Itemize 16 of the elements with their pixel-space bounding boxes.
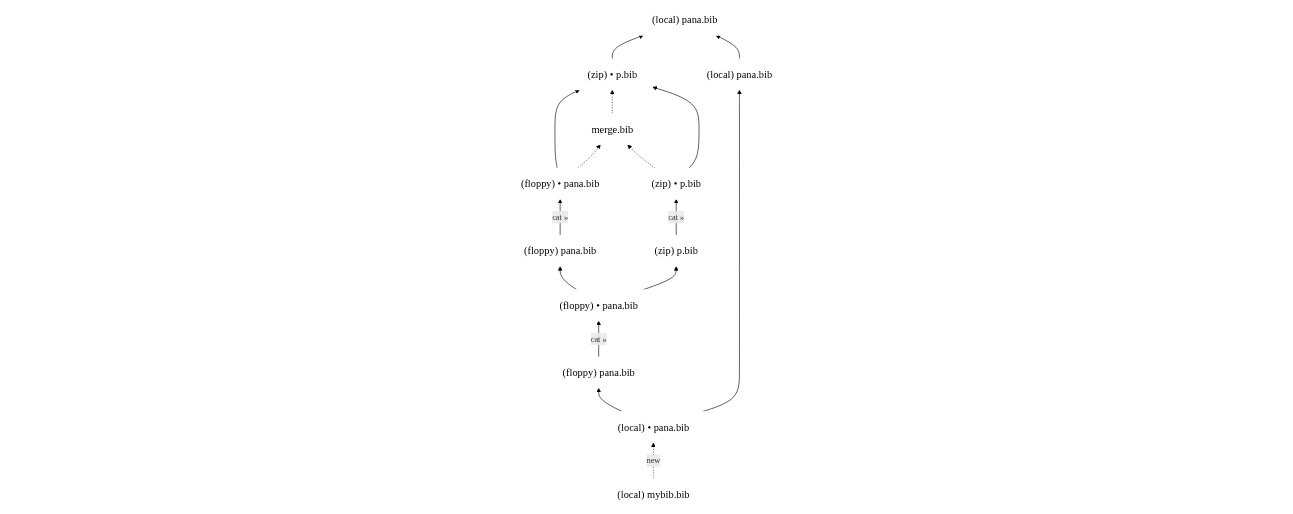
node-text: (local) • pana.bib <box>617 421 690 433</box>
node-text: (floppy) pana.bib <box>562 366 635 379</box>
node-text: (local) pana.bib <box>706 68 773 81</box>
node-text: (floppy) pana.bib <box>524 245 597 257</box>
node-text: (zip) • p.bib <box>587 68 638 81</box>
node-text: (local) pana.bib <box>652 14 718 26</box>
node-text: (zip) p.bib <box>654 245 698 257</box>
edge-label: cat » <box>590 334 607 344</box>
node-text: (zip) • p.bib <box>651 177 701 190</box>
node-text: merge.bib <box>591 123 634 135</box>
edge-label: cat » <box>552 212 569 222</box>
edge-label: new <box>646 455 661 465</box>
edge-label: cat » <box>668 212 685 222</box>
node-text: (local) mybib.bib <box>617 488 690 500</box>
node-text: (floppy) • pana.bib <box>520 177 600 190</box>
node-text: (floppy) • pana.bib <box>559 299 638 312</box>
